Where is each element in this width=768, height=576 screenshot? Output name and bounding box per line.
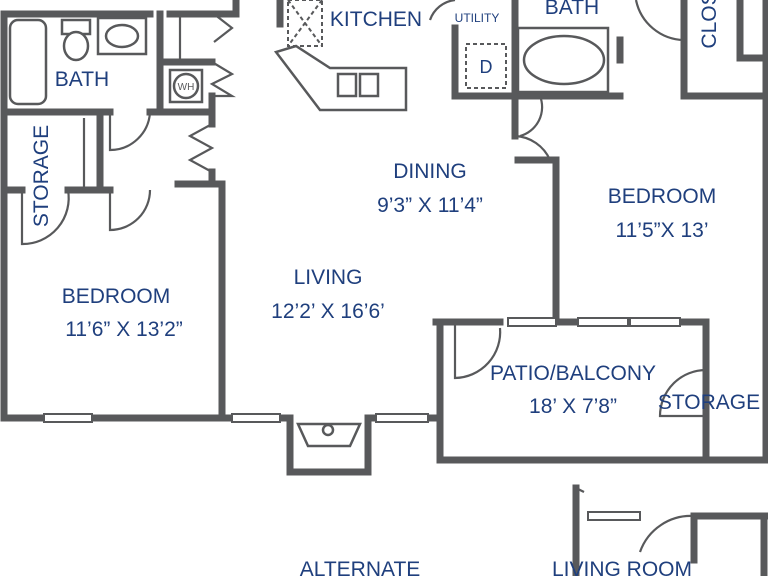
bedroom-right-label: BEDROOM — [608, 185, 717, 208]
toilet-bowl — [62, 30, 90, 62]
bath-left-label: BATH — [55, 68, 109, 91]
storage-right-label: STORAGE — [658, 391, 760, 414]
windows — [43, 317, 681, 521]
water-heater-label: WH — [178, 82, 195, 93]
fixtures — [8, 0, 610, 448]
water-heater-icon — [172, 72, 200, 100]
bedroom-left-size: 11’6” X 13’2” — [65, 318, 183, 341]
doors — [20, 0, 707, 553]
sink-basin-1 — [336, 72, 358, 98]
alternate-label: ALTERNATE — [300, 558, 421, 576]
bathtub-left — [8, 18, 48, 106]
closet-label: CLOS — [698, 0, 721, 49]
range-outline — [287, 0, 323, 47]
storage-left-label: STORAGE — [30, 125, 53, 227]
dining-label: DINING — [393, 160, 467, 183]
sink-left — [104, 23, 140, 49]
kitchen-label: KITCHEN — [330, 8, 422, 31]
fireplace-icon — [321, 423, 335, 437]
living-size: 12’2’ X 16’6’ — [271, 300, 385, 323]
bedroom-left-label: BEDROOM — [62, 285, 171, 308]
patio-label: PATIO/BALCONY — [490, 362, 656, 385]
dining-size: 9’3” X 11’4” — [377, 194, 483, 217]
sink-basin-2 — [358, 72, 380, 98]
living-label: LIVING — [294, 266, 363, 289]
utility-label: UTILITY — [455, 11, 500, 25]
bedroom-right-size: 11’5”X 13’ — [615, 219, 708, 242]
dryer-label: D — [480, 57, 493, 77]
patio-size: 18’ X 7’8” — [529, 395, 617, 418]
sink-right — [522, 34, 606, 86]
bath-right-label: BATH — [545, 0, 599, 19]
room-labels: KITCHEN UTILITY D BATH CLOS BATH WH STOR… — [30, 0, 760, 576]
living-room-label: LIVING ROOM — [552, 558, 692, 576]
